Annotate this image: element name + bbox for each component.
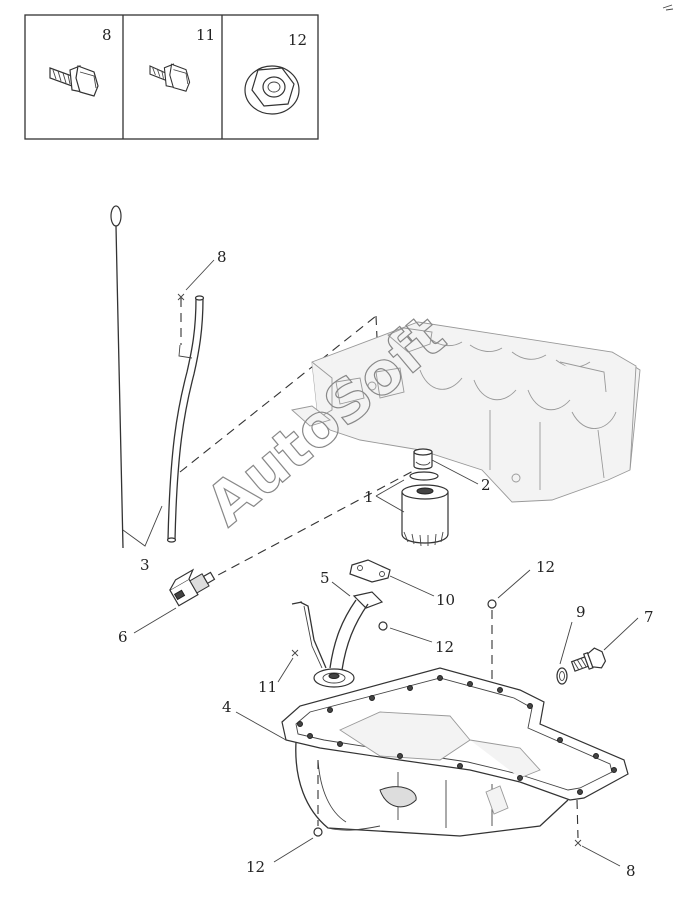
oil-filter-adapter [413, 448, 433, 470]
cylinder-block [291, 321, 641, 503]
callout-1: 1 [364, 488, 374, 506]
alignment-line [204, 469, 416, 583]
legend-number: 12 [288, 31, 307, 49]
callout-8: 8 [217, 248, 227, 266]
callout-6: 6 [118, 628, 128, 646]
callout-12: 12 [246, 858, 265, 876]
oil-drain-plug [570, 647, 607, 672]
callout-10: 10 [436, 591, 455, 609]
callout-2: 2 [481, 476, 491, 494]
callout-11: 11 [258, 678, 277, 696]
leader-line [235, 711, 287, 741]
oil-pump-pickup-tube [291, 591, 384, 688]
callout-12: 12 [536, 558, 555, 576]
dipstick-guide-tube [166, 295, 205, 543]
legend-number: 11 [196, 26, 215, 44]
leader-line [331, 581, 351, 597]
leader-line [185, 259, 215, 291]
drain-plug-washer [556, 667, 568, 685]
callout-12: 12 [435, 638, 454, 656]
callout-4: 4 [222, 698, 232, 716]
callout-8: 8 [626, 862, 636, 880]
legend-frame [24, 14, 319, 140]
leader-line [133, 607, 177, 634]
leader-line [277, 657, 294, 683]
callout-9: 9 [576, 603, 586, 621]
oil-pressure-sensor [169, 568, 216, 607]
leader-line [389, 627, 433, 643]
oil-dipstick [110, 205, 124, 549]
corner-mark [662, 4, 674, 11]
legend-number: 8 [102, 26, 112, 44]
leader-line [603, 617, 639, 651]
flange-bolt-icon [149, 63, 191, 92]
leader-line [431, 459, 479, 485]
bolt-mark [291, 649, 299, 657]
leader-line [581, 845, 621, 867]
flange-nut-icon [244, 65, 300, 115]
leader-line [375, 479, 405, 513]
leader-line [122, 505, 163, 547]
leader-line [497, 569, 531, 599]
leader-line [389, 575, 435, 597]
alignment-line [179, 315, 377, 473]
bolt-mark [574, 839, 582, 847]
leader-line [273, 837, 314, 863]
oil-filter [401, 471, 449, 547]
oil-pan [281, 667, 629, 837]
callout-3: 3 [140, 556, 150, 574]
bolt-mark [177, 293, 185, 301]
callout-5: 5 [320, 569, 330, 587]
flange-bolt-icon [49, 65, 99, 97]
fastener-legend: 8 11 12 [24, 14, 319, 140]
callout-7: 7 [644, 608, 654, 626]
pickup-gasket [349, 559, 391, 583]
nut-mark [378, 621, 388, 631]
nut-mark [313, 827, 323, 837]
nut-mark [487, 599, 497, 609]
leader-line [559, 621, 573, 665]
bolt-centerline [576, 799, 579, 839]
